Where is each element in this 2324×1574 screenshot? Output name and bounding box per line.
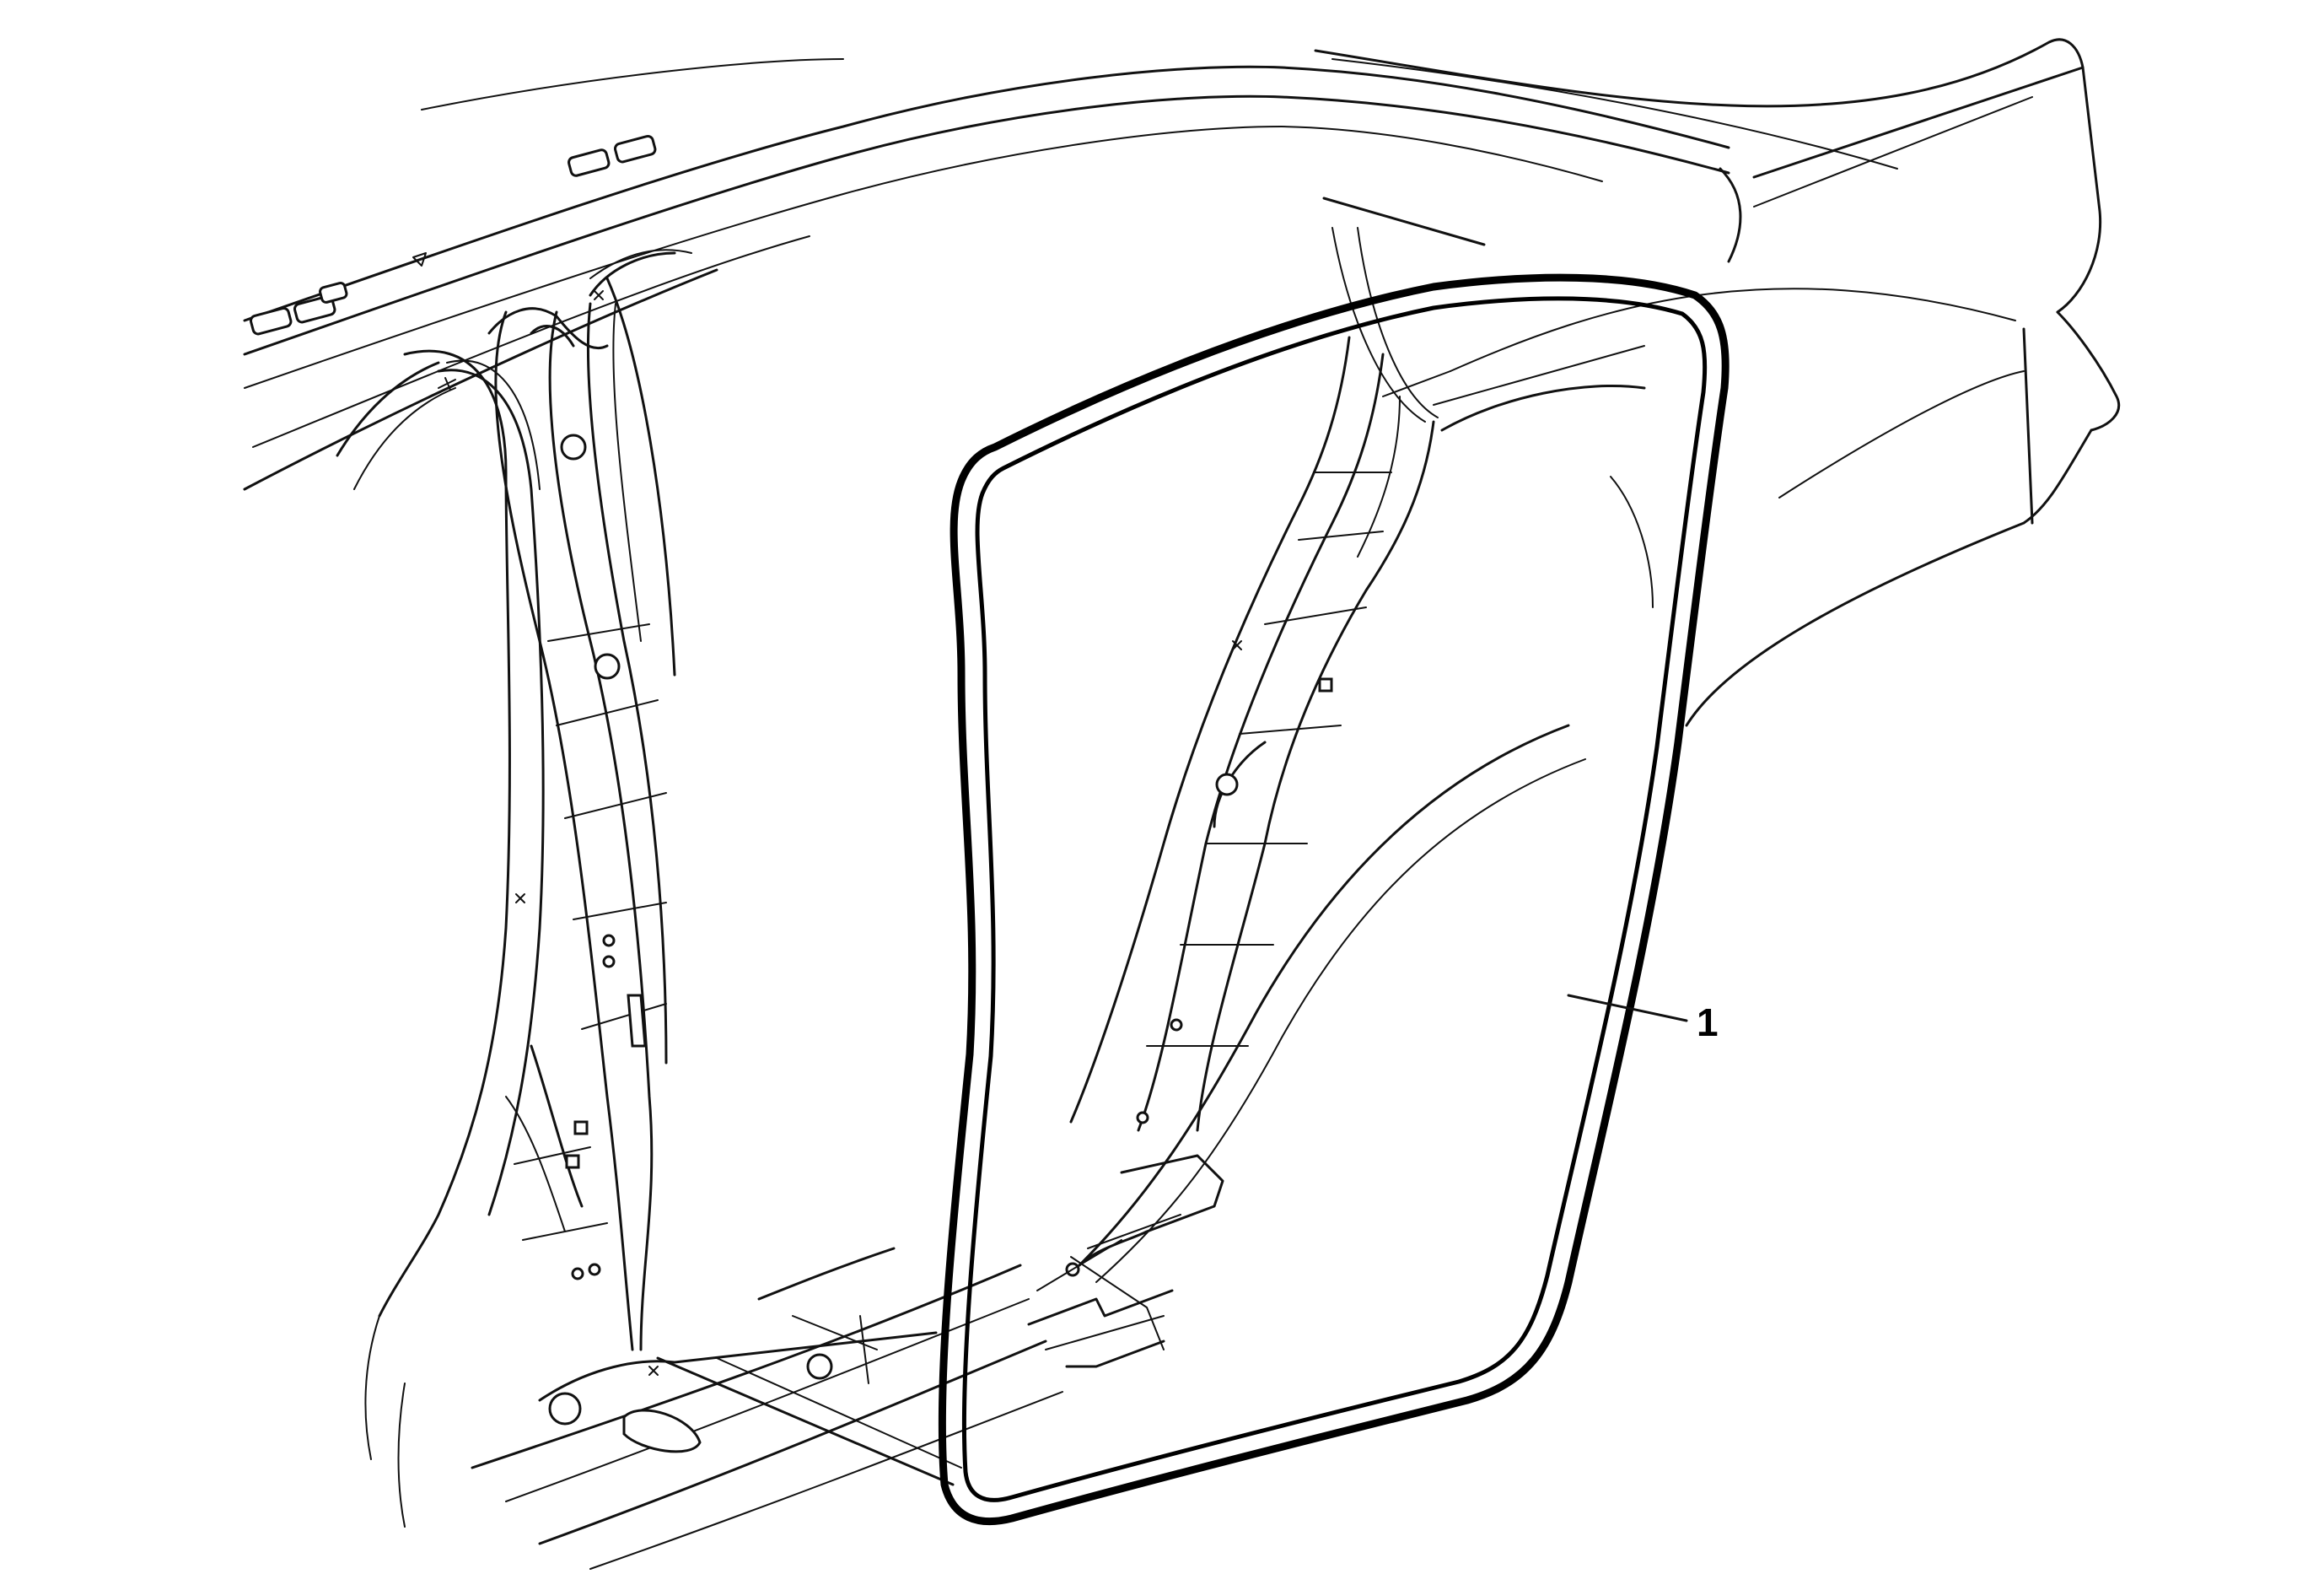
pillar-hole	[1215, 773, 1239, 796]
b-pillar	[494, 277, 676, 1351]
callout-label-1: 1	[1697, 1000, 1719, 1044]
rear-lower-panel	[1027, 1214, 1181, 1326]
rocker-sill	[471, 1247, 1063, 1570]
pillar-slot	[627, 994, 647, 1048]
b-pillar-holes	[515, 434, 621, 1280]
roof-rail	[243, 58, 1898, 491]
sill-hole	[548, 1392, 582, 1426]
pillar-hole	[560, 434, 587, 461]
pillar-hole	[602, 934, 616, 947]
pillar-hole	[594, 653, 621, 680]
b-pillar-head	[438, 249, 692, 391]
pillar-square-hole	[1318, 677, 1333, 693]
sill-hole	[806, 1353, 833, 1380]
roof-clip	[614, 134, 657, 164]
callout-1: 1	[1567, 994, 1719, 1044]
roof-clip	[250, 306, 293, 336]
pillar-hole	[1170, 1018, 1183, 1032]
pillar-hole	[1136, 1111, 1149, 1124]
front-door-opening-edge	[336, 349, 545, 1528]
roof-clip	[568, 148, 611, 177]
roof-clip	[319, 282, 348, 304]
wheel-arch	[1078, 724, 1586, 1283]
pillar-hole	[588, 1263, 601, 1276]
roof-clips	[250, 134, 657, 336]
door-opening-weatherstrip	[938, 273, 1730, 1526]
pillar-square-hole	[565, 1154, 580, 1169]
pillar-hole	[602, 955, 616, 968]
pillar-square-hole	[573, 1120, 589, 1135]
rear-quarter-panel	[1314, 38, 2121, 727]
sill-slot	[622, 1409, 702, 1453]
pillar-hole	[571, 1267, 584, 1280]
